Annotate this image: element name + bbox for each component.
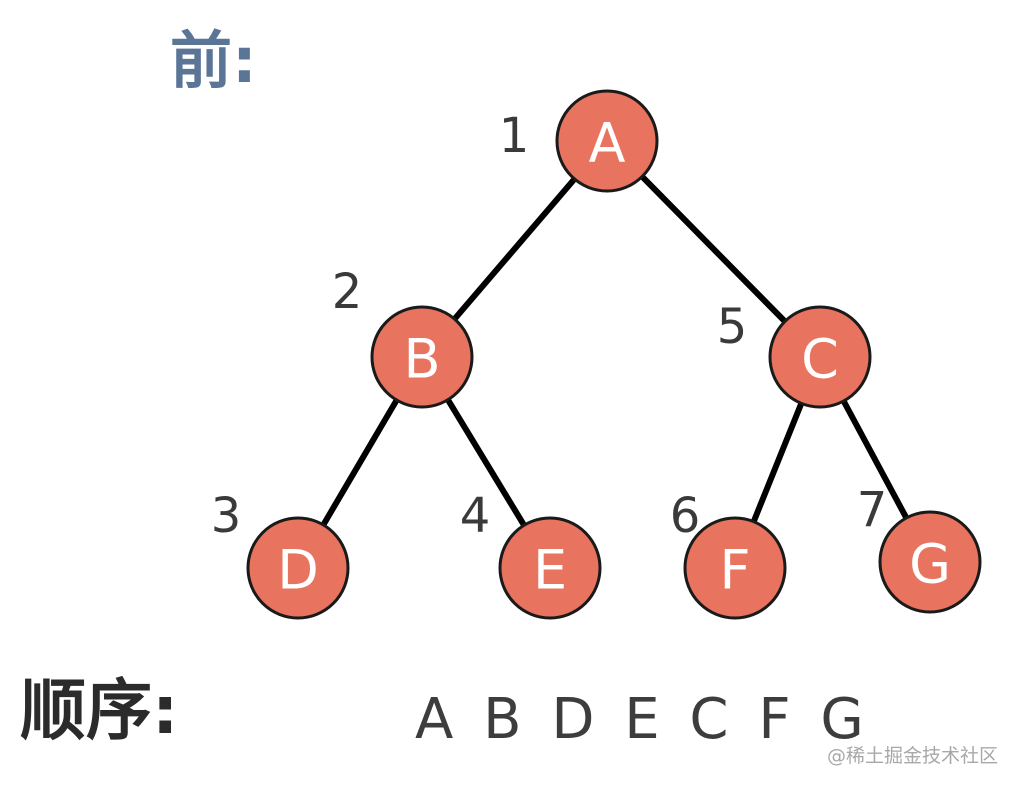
- tree-node-A: A1: [499, 89, 659, 193]
- node-label-A: A: [589, 112, 626, 175]
- node-index-G: 7: [857, 482, 888, 538]
- node-index-F: 6: [670, 488, 701, 544]
- edge-C-F: [749, 392, 808, 529]
- node-circle-B: [370, 305, 474, 409]
- edge-A-B: [448, 169, 583, 326]
- node-circle-D: [246, 516, 350, 620]
- edge-B-E: [440, 389, 530, 532]
- tree-edges: [318, 167, 912, 532]
- tree-node-E: E4: [460, 488, 602, 620]
- node-circle-F: [683, 516, 787, 620]
- node-circle-A: [555, 89, 659, 193]
- order-label: 顺序:: [20, 672, 179, 749]
- node-circle-G: [878, 510, 982, 614]
- tree-node-C: C5: [717, 299, 872, 409]
- tree-node-F: F6: [670, 488, 787, 620]
- node-index-D: 3: [211, 488, 242, 544]
- page-title: 前:: [170, 24, 257, 97]
- node-circle-E: [498, 516, 602, 620]
- order-sequence: A B D E C F G: [415, 687, 868, 752]
- node-index-A: 1: [499, 108, 530, 164]
- tree-node-G: G7: [857, 482, 982, 614]
- node-index-B: 2: [332, 264, 363, 320]
- edge-C-G: [836, 391, 912, 525]
- node-label-B: B: [403, 328, 440, 391]
- tree-node-D: D3: [211, 488, 350, 620]
- node-label-F: F: [719, 539, 750, 602]
- node-label-C: C: [801, 328, 839, 391]
- tree-node-B: B2: [332, 264, 474, 409]
- node-label-D: D: [277, 539, 319, 602]
- node-circle-C: [768, 305, 872, 409]
- edge-B-D: [318, 390, 404, 532]
- watermark: @稀土掘金技术社区: [826, 745, 998, 767]
- edge-A-C: [633, 167, 791, 328]
- node-index-C: 5: [717, 299, 748, 355]
- node-index-E: 4: [460, 488, 491, 544]
- node-label-E: E: [533, 539, 567, 602]
- node-label-G: G: [909, 533, 951, 596]
